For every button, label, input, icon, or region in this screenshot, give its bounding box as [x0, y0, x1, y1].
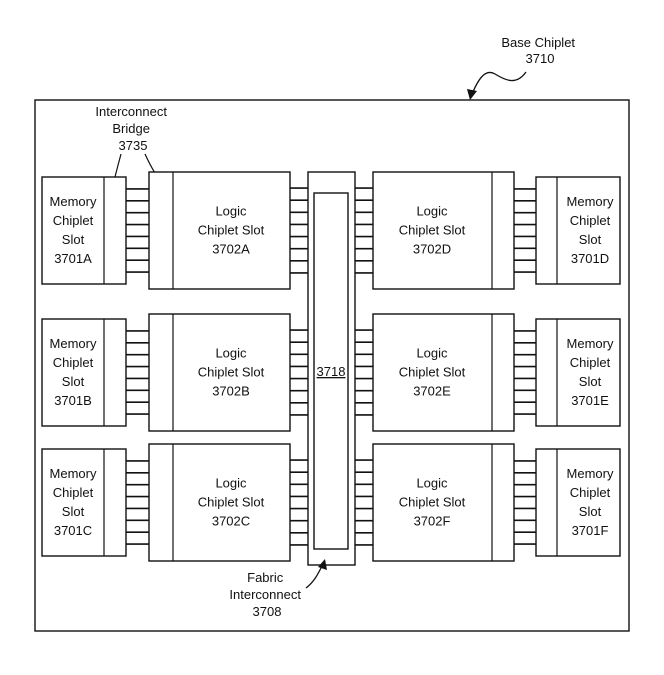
memory-slot-label-line: Slot [62, 504, 85, 519]
memory-slot-label-line: Slot [579, 232, 602, 247]
interconnect-bridge-label: Interconnect Bridge 3735 [95, 104, 170, 153]
memory-slot-label-line: Memory [50, 466, 97, 481]
logic-slot-label-line: 3702C [212, 514, 250, 529]
fabric-interconnect-inner [313, 192, 349, 550]
logic-slot-label-line: Logic [416, 346, 448, 361]
memory-chiplet-slot [41, 448, 127, 557]
memory-slot-label-line: 3701F [572, 523, 609, 538]
memory-slot-label-line: 3701B [54, 393, 92, 408]
logic-slot-label-line: Chiplet Slot [198, 495, 265, 510]
memory-slot-label-line: 3701D [571, 251, 609, 266]
interconnect-bridge-label-line: Interconnect [95, 104, 167, 119]
memory-chiplet-slot [41, 318, 127, 427]
memory-slot-label-line: Chiplet [53, 213, 94, 228]
interconnect-bridge-label-line: Bridge [112, 121, 150, 136]
logic-slot-label-line: 3702A [212, 242, 250, 257]
fabric-interconnect-label-line: 3708 [253, 604, 282, 619]
base-chiplet-label-line: 3710 [526, 51, 555, 66]
memory-slot-label-line: Memory [567, 466, 614, 481]
base-chiplet-label-line: Base Chiplet [501, 35, 575, 50]
base-chiplet-label: Base Chiplet 3710 [501, 35, 578, 66]
memory-slot-label-line: Slot [579, 374, 602, 389]
logic-slot-label-line: Logic [215, 476, 247, 491]
memory-slot-label-line: Slot [579, 504, 602, 519]
memory-slot-label-line: Memory [567, 336, 614, 351]
logic-slot-label-line: Chiplet Slot [399, 223, 466, 238]
logic-slot-label-line: 3702D [413, 242, 451, 257]
logic-chiplet-slot [372, 313, 515, 432]
fabric-leader-arrow [305, 565, 323, 589]
logic-slot-label-line: 3702F [414, 514, 451, 529]
memory-slot-label-line: 3701C [54, 523, 92, 538]
memory-chiplet-slot [535, 448, 621, 557]
memory-slot-label-line: Chiplet [570, 355, 611, 370]
base-chiplet-leader-arrow [471, 71, 527, 95]
memory-chiplet-slot [535, 176, 621, 285]
logic-slot-label-line: Logic [416, 476, 448, 491]
arrowhead-icon [467, 89, 477, 100]
logic-slot-label-line: 3702E [413, 384, 451, 399]
logic-slot-label-line: Chiplet Slot [399, 495, 466, 510]
memory-slot-label-line: Memory [567, 194, 614, 209]
logic-slot-label-line: Chiplet Slot [399, 365, 466, 380]
memory-slot-label-line: 3701E [571, 393, 609, 408]
memory-slot-label-line: Memory [50, 336, 97, 351]
fabric-center-label: 3718 [317, 364, 346, 379]
logic-slot-label-line: Chiplet Slot [198, 365, 265, 380]
memory-chiplet-slot [535, 318, 621, 427]
logic-chiplet-slot [372, 443, 515, 562]
logic-slot-label-line: Logic [215, 204, 247, 219]
memory-slot-label-line: Chiplet [570, 213, 611, 228]
memory-slot-label-line: Slot [62, 374, 85, 389]
interconnect-bridge-label-line: 3735 [119, 138, 148, 153]
logic-slot-label-line: Logic [215, 346, 247, 361]
memory-slot-label-line: Chiplet [53, 355, 94, 370]
logic-slot-label-line: Chiplet Slot [198, 223, 265, 238]
memory-slot-label-line: Chiplet [53, 485, 94, 500]
memory-chiplet-slot [41, 176, 127, 285]
logic-chiplet-slot [372, 171, 515, 290]
bridge-leader-left [114, 153, 122, 178]
memory-slot-label-line: Memory [50, 194, 97, 209]
memory-slot-label-line: Chiplet [570, 485, 611, 500]
fabric-interconnect-label-line: Fabric [247, 570, 284, 585]
fabric-interconnect-label-line: Interconnect [229, 587, 301, 602]
memory-slot-label-line: Slot [62, 232, 85, 247]
memory-slot-label-line: 3701A [54, 251, 92, 266]
arrowhead-icon [318, 559, 327, 570]
logic-slot-label-line: Logic [416, 204, 448, 219]
fabric-interconnect-label: Fabric Interconnect 3708 [229, 570, 304, 619]
logic-slot-label-line: 3702B [212, 384, 250, 399]
